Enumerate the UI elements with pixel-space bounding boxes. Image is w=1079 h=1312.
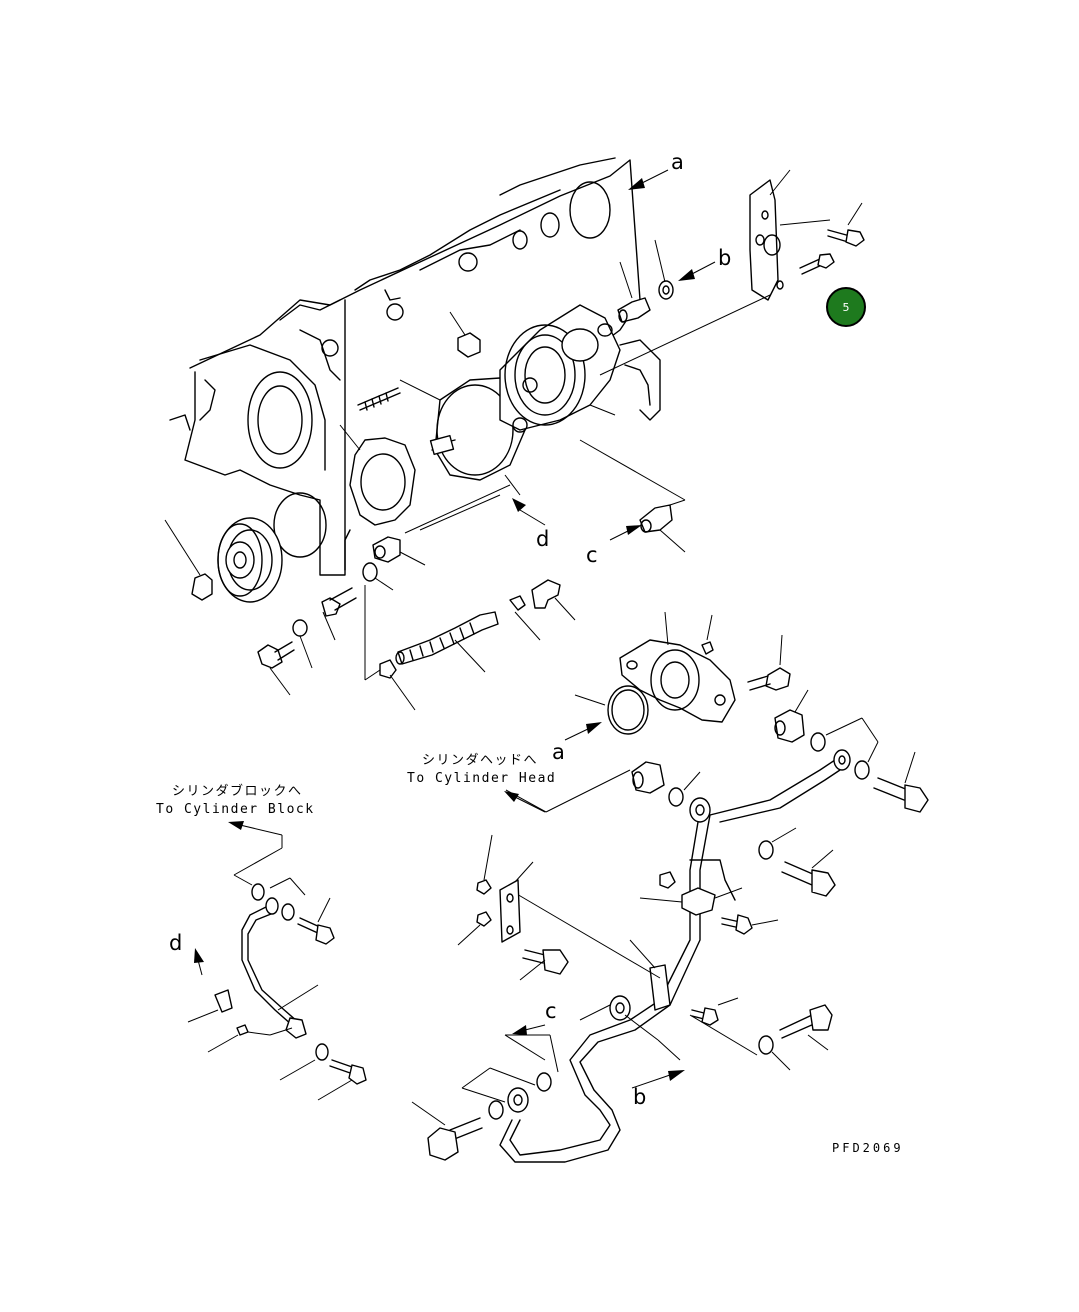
stud — [357, 379, 441, 411]
label-a-top: a — [671, 150, 684, 174]
label-c-top: c — [586, 543, 598, 567]
flange — [619, 611, 736, 723]
clamp-plate — [457, 834, 569, 981]
pipe-assembly-left — [187, 835, 367, 1101]
bolt-bottom — [411, 1034, 559, 1161]
pipe-assembly-right — [499, 749, 851, 1163]
note-cylinder-head-en: To Cylinder Head — [407, 771, 556, 786]
fitting — [617, 239, 674, 323]
flexible-hose — [395, 611, 499, 673]
label-d-top: d — [536, 527, 549, 551]
label-c-bottom: c — [545, 999, 557, 1023]
engine-block — [169, 157, 641, 576]
callout-5[interactable]: 5 — [826, 287, 866, 327]
callout-number[interactable]: 5 — [843, 301, 850, 314]
label-d-left: d — [169, 931, 182, 955]
bolts-top-right — [799, 202, 865, 275]
note-cylinder-head-jp: シリンダヘッドへ — [422, 753, 538, 768]
note-cylinder-block-jp: シリンダブロックへ — [172, 783, 303, 799]
bolts-right — [659, 751, 929, 1051]
o-ring — [574, 685, 649, 735]
reference-arrows — [194, 169, 716, 1089]
flange-bolts — [747, 634, 809, 743]
label-b-bottom: b — [633, 1085, 646, 1109]
drawing-code: PFD2069 — [832, 1141, 904, 1155]
hose-connectors — [362, 439, 686, 591]
gasket — [339, 424, 416, 526]
callout-circle[interactable] — [826, 287, 866, 327]
small-parts-mid — [257, 579, 576, 711]
label-b-top: b — [718, 246, 731, 270]
air-compressor — [429, 304, 661, 496]
gear — [164, 517, 283, 603]
washers-right — [689, 717, 879, 1071]
note-cylinder-block-en: To Cylinder Block — [156, 802, 315, 817]
label-a-mid: a — [552, 740, 565, 764]
bracket — [599, 169, 831, 376]
hex-nut — [449, 311, 481, 358]
